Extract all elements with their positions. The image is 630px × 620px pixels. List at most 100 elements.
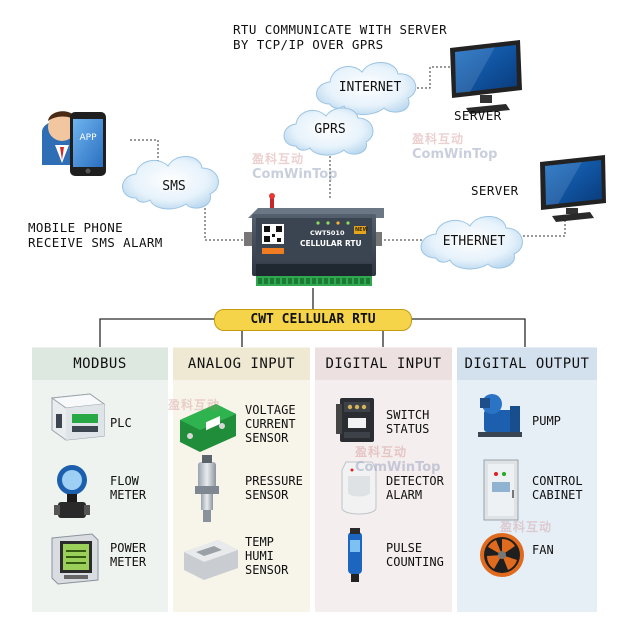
top-caption: RTU COMMUNICATE WITH SERVER BY TCP/IP OV… [233, 22, 447, 52]
label-line: DETECTOR [386, 474, 444, 488]
terminal-pin [312, 278, 316, 284]
switch-contactor-icon [336, 398, 374, 442]
terminal-pin [324, 278, 328, 284]
label-line: POWER [110, 541, 147, 555]
label-line: PLC [110, 416, 132, 430]
terminal-pin [294, 278, 298, 284]
label-line: COUNTING [386, 555, 444, 569]
item-label-control-cabinet: CONTROL CABINET [532, 474, 583, 502]
terminal-pin [330, 278, 334, 284]
link-phone-sms [130, 139, 159, 165]
item-label-voltage-current-sensor: VOLTAGE CURRENT SENSOR [245, 403, 296, 445]
label-line: METER [110, 488, 147, 502]
item-label-power-meter: POWER METER [110, 541, 146, 569]
label-line: FLOW [110, 474, 139, 488]
terminal-pin [354, 278, 358, 284]
terminal-pin [360, 278, 364, 284]
label-line: HUMI [245, 549, 274, 563]
temp-humi-sensor-icon [184, 540, 238, 580]
cloud-label-sms: SMS [162, 179, 186, 194]
label-line: SENSOR [245, 431, 289, 445]
fan-icon [480, 533, 524, 577]
item-label-switch-status: SWITCH STATUS [386, 408, 429, 436]
cloud-label-ethernet: ETHERNET [442, 234, 506, 249]
column-header-modbus: MODBUS [73, 356, 127, 372]
cloud-ethernet [420, 216, 523, 270]
terminal-pin [336, 278, 340, 284]
column-header-bg-digital-input [315, 348, 452, 380]
voltage-current-sensor-icon [180, 404, 236, 452]
server-top-icon [450, 40, 522, 114]
device-tag: NEW [355, 227, 369, 233]
column-bg-digital-input [315, 347, 452, 612]
terminal-block [256, 276, 372, 286]
pressure-sensor-icon [195, 455, 219, 522]
terminal-pin [270, 278, 274, 284]
column-header-digital-input: DIGITAL INPUT [325, 356, 442, 372]
terminal-pin [366, 278, 370, 284]
device-model: CWT5010 [310, 229, 345, 237]
mobile-caption: MOBILE PHONE RECEIVE SMS ALARM [28, 220, 163, 250]
column-header-bg-modbus [32, 348, 168, 380]
label-line: SENSOR [245, 488, 289, 502]
label-line: FAN [532, 543, 554, 557]
terminal-pin [348, 278, 352, 284]
label-line: METER [110, 555, 147, 569]
terminal-pin [288, 278, 292, 284]
cloud-label-gprs: GPRS [314, 122, 346, 137]
label-line: STATUS [386, 422, 430, 436]
server-right-icon [540, 155, 606, 222]
label-line: SWITCH [386, 408, 430, 422]
cellular-rtu-device [244, 193, 384, 276]
column-bg-digital-output [457, 347, 597, 612]
cloud-label-internet: INTERNET [338, 80, 402, 95]
label-line: CABINET [532, 488, 583, 502]
terminal-pin [276, 278, 280, 284]
label-line: CONTROL [532, 474, 583, 488]
link-ethernet-server [515, 215, 566, 237]
label-line: CURRENT [245, 417, 296, 431]
label-line: ALARM [386, 488, 423, 502]
link-internet-server [405, 66, 450, 89]
plc-icon [50, 393, 106, 441]
pulse-meter-icon [348, 528, 362, 582]
terminal-pin [300, 278, 304, 284]
label-line: PRESSURE [245, 474, 303, 488]
top-caption-line-2: BY TCP/IP OVER GPRS [233, 37, 384, 52]
column-header-bg-digital-output [457, 348, 597, 380]
terminal-pin [318, 278, 322, 284]
cloud-gprs [283, 107, 374, 156]
column-header-digital-output: DIGITAL OUTPUT [464, 356, 590, 372]
terminal-pin [342, 278, 346, 284]
terminal-pin [282, 278, 286, 284]
top-caption-line-1: RTU COMMUNICATE WITH SERVER [233, 22, 447, 37]
label-line: PULSE [386, 541, 423, 555]
connector-tree [99, 288, 526, 347]
item-label-pump: PUMP [532, 414, 561, 428]
item-label-fan: FAN [532, 543, 554, 557]
column-header-analog-input: ANALOG INPUT [187, 356, 296, 372]
item-label-flow-meter: FLOW METER [110, 474, 146, 502]
terminal-pin [264, 278, 268, 284]
cloud-sms [122, 156, 219, 210]
item-label-plc: PLC [110, 416, 132, 430]
item-label-pressure-sensor: PRESSURE SENSOR [245, 474, 303, 502]
terminal-pin [306, 278, 310, 284]
label-line: PUMP [532, 414, 561, 428]
mobile-caption-line-2: RECEIVE SMS ALARM [28, 235, 163, 250]
pump-icon [478, 394, 522, 437]
terminal-pin [258, 278, 262, 284]
item-label-pulse-counting: PULSE COUNTING [386, 541, 444, 569]
power-meter-icon [51, 533, 99, 585]
label-line: SENSOR [245, 563, 289, 577]
detector-icon [341, 461, 377, 515]
mobile-caption-line-1: MOBILE PHONE [28, 220, 124, 235]
label-line: TEMP [245, 535, 274, 549]
server-right-label: SERVER [471, 183, 519, 198]
server-top-label: SERVER [454, 108, 502, 123]
rtu-title: CWT CELLULAR RTU [214, 309, 412, 331]
item-label-temp-humi-sensor: TEMP HUMI SENSOR [245, 535, 288, 577]
mobile-phone-icon [42, 111, 106, 176]
control-cabinet-icon [483, 459, 519, 521]
